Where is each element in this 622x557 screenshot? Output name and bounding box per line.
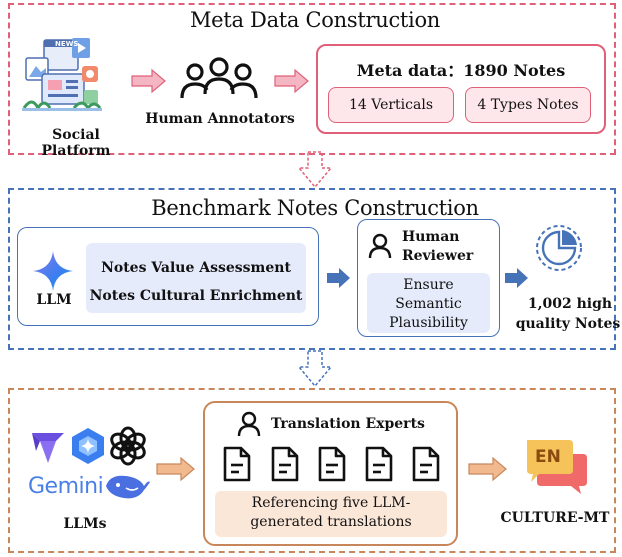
meta-data-title: Meta Data Construction (189, 8, 441, 32)
ensure-line1: Ensure (403, 277, 454, 293)
arrow-right-4 (505, 268, 528, 288)
document-icon-4 (365, 446, 393, 482)
arrow-right-5 (156, 456, 195, 482)
arrow-right-1 (131, 68, 166, 94)
llm-label: LLM (36, 292, 72, 308)
arrow-down-2 (297, 350, 333, 388)
translation-experts-label: Translation Experts (271, 416, 425, 432)
arrow-right-3 (327, 268, 350, 288)
pie-chart-icon (536, 225, 582, 271)
person-icon-2 (237, 411, 261, 437)
benchmark-section (8, 188, 616, 350)
arrow-right-6 (468, 456, 507, 482)
quality-line1: 1,002 high (527, 296, 613, 312)
meta-data-section (8, 3, 616, 155)
referencing-line2: generated translations (250, 514, 412, 530)
document-icon-5 (412, 446, 440, 482)
llm-logo-purple-icon (32, 433, 64, 463)
arrow-down-1 (297, 151, 333, 189)
ensure-line2: Semantic (395, 296, 462, 312)
benchmark-title: Benchmark Notes Construction (151, 196, 479, 220)
llm-logo-blue-icon (72, 428, 104, 464)
verticals-box: 14 Verticals (328, 87, 454, 123)
types-notes-box: 4 Types Notes (465, 87, 591, 123)
social-platform-icon (22, 38, 102, 112)
person-icon (368, 233, 392, 259)
people-group-icon (180, 57, 258, 99)
llm-tasks-panel (86, 243, 306, 313)
chatgpt-logo-icon (110, 426, 146, 466)
gemini-logo: Gemini (28, 474, 104, 499)
human-reviewer-line1: Human (402, 229, 460, 245)
sparkle-icon (33, 251, 73, 291)
cultural-enrichment-label: Notes Cultural Enrichment (89, 288, 303, 304)
social-platform-label: Social Platform (41, 127, 111, 159)
referencing-line1: Referencing five LLM- (251, 495, 411, 511)
deepseek-whale-icon (106, 475, 150, 499)
human-reviewer-line2: Reviewer (402, 248, 474, 264)
culture-mt-label: CULTURE-MT (500, 510, 610, 526)
en-badge: EN (535, 447, 561, 467)
ensure-panel (367, 273, 490, 333)
quality-line2: quality Notes (515, 316, 621, 332)
document-icon-1 (223, 446, 251, 482)
arrow-right-2 (274, 68, 309, 94)
ensure-line3: Plausibility (389, 315, 468, 331)
translation-section (8, 388, 616, 553)
document-icon-2 (271, 446, 299, 482)
news-badge: NEWS (55, 40, 79, 48)
meta-data-count: Meta data：1890 Notes (356, 61, 566, 80)
value-assessment-label: Notes Value Assessment (101, 260, 291, 276)
human-annotators-label: Human Annotators (145, 111, 295, 127)
llms-label: LLMs (63, 516, 107, 532)
chat-bubble-icon (527, 440, 587, 494)
document-icon-3 (318, 446, 346, 482)
referencing-panel (215, 491, 447, 537)
